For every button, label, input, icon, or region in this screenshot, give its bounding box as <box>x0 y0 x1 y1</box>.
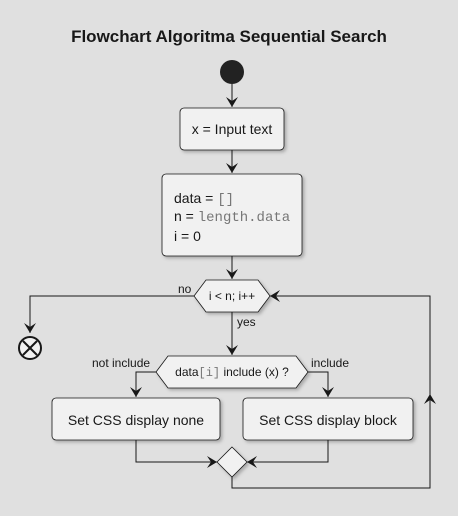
arrowhead-loop-up <box>424 394 436 404</box>
decision-label-index: [i] <box>198 366 221 380</box>
arrowhead-decision <box>226 345 238 355</box>
init-line-length-code: length.data <box>197 210 291 226</box>
action-none-label: Set CSS display none <box>67 412 205 428</box>
arrowhead-init <box>226 163 238 173</box>
edge-label-not-include: not include <box>92 356 151 370</box>
arrowhead-input <box>226 97 238 107</box>
edge-loop-back <box>231 295 431 489</box>
arrowhead-action-none <box>130 387 142 397</box>
decision-label-prefix: data <box>175 365 199 379</box>
arrowhead-action-block <box>322 387 334 397</box>
init-line-data: data = [] <box>174 191 234 207</box>
init-line-data-code: [] <box>217 192 235 208</box>
init-line-data-prefix: data = <box>174 190 218 206</box>
arrowhead-merge-left <box>207 456 217 468</box>
decision-label-rest: include (x) ? <box>220 365 289 379</box>
arrowhead-loop-back <box>270 290 280 302</box>
edge-label-no: no <box>178 282 192 296</box>
edge-include <box>308 371 329 397</box>
arrowhead-loop <box>226 269 238 279</box>
edge-not-include <box>135 371 156 397</box>
init-line-length: n = length.data <box>174 209 290 225</box>
arrowhead-end <box>24 323 36 333</box>
edge-label-include: include <box>311 356 350 370</box>
edge-loop-no <box>29 295 194 333</box>
input-node-label: x = Input text <box>191 121 273 137</box>
init-line-index: i = 0 <box>174 228 201 244</box>
diagram-title: Flowchart Algoritma Sequential Search <box>71 27 387 46</box>
end-node-cross-b <box>22 340 38 356</box>
start-node <box>220 60 244 84</box>
arrowhead-merge-right <box>247 456 257 468</box>
action-block-label: Set CSS display block <box>259 412 397 428</box>
edge-label-yes: yes <box>237 315 256 329</box>
init-line-length-prefix: n = <box>174 208 198 224</box>
edge-block-to-merge <box>247 440 329 463</box>
decision-label: data[i] include (x) ? <box>156 366 308 379</box>
edge-none-to-merge <box>135 440 217 463</box>
merge-node <box>216 446 248 478</box>
loop-condition-label: i < n; i++ <box>208 289 256 303</box>
